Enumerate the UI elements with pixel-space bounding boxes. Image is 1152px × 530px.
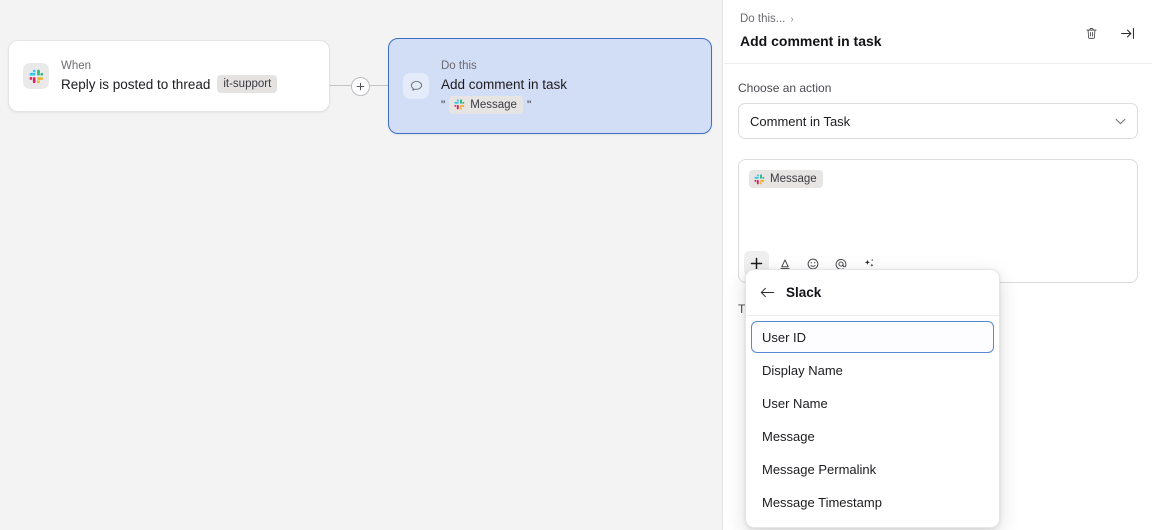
popup-title: Slack [786,285,822,300]
trigger-kicker: When [61,59,92,72]
trash-icon[interactable] [1080,22,1102,44]
slack-icon [454,99,465,110]
comment-bubble-icon [403,73,429,99]
list-item-label: Message Permalink [762,461,877,477]
message-variable-token[interactable]: Message [449,95,523,114]
trigger-title: Reply is posted to thread [61,76,211,92]
step-detail-panel: Do this... › Add comment in task Choose … [724,0,1152,530]
variable-list: User ID Display Name User Name Message M… [746,316,999,527]
trigger-title-row: Reply is posted to thread it-support [61,75,278,94]
workflow-canvas: When Reply is posted to thread it-suppor… [0,0,723,530]
slack-icon [754,173,765,185]
list-item-label: User ID [762,329,807,345]
breadcrumb-label: Do this... [740,13,786,25]
action-template-row: " Message [441,95,567,114]
list-item-label: Display Name [762,362,843,378]
list-item-label: Message [762,428,815,444]
chevron-right-icon: › [790,14,794,25]
quote-close: " [526,97,532,112]
list-item[interactable]: Message [751,420,994,452]
list-item[interactable]: User Name [751,387,994,419]
sparkles-icon[interactable] [856,251,881,276]
connector-wire-right [366,85,388,86]
action-select-value: Comment in Task [750,113,851,129]
arrow-to-line-right-icon[interactable] [1116,22,1138,44]
breadcrumb[interactable]: Do this... › [740,12,1136,27]
chevron-down-icon [1115,118,1126,125]
page-title: Add comment in task [740,33,882,49]
list-item[interactable]: Message Timestamp [751,486,994,518]
slack-icon [23,63,49,89]
panel-body: Choose an action Comment in Task [724,64,1152,317]
token-label: Message [470,98,517,111]
panel-header-actions [1080,22,1138,44]
action-kicker: Do this [441,59,477,72]
quote-open: " [441,97,446,112]
action-card-text: Do this Add comment in task " [441,59,567,114]
channel-badge: it-support [217,75,278,93]
panel-header: Do this... › Add comment in task [724,0,1152,64]
add-step-button[interactable] [351,77,370,96]
trigger-card-text: When Reply is posted to thread it-suppor… [61,59,278,94]
choose-action-label: Choose an action [738,81,832,95]
task-field-label: T [738,302,746,316]
connector-wire-left [330,85,352,86]
action-title: Add comment in task [441,76,568,92]
text-format-icon[interactable] [772,251,797,276]
variable-picker-popup: Slack User ID Display Name User Name Mes… [745,269,1000,528]
list-item-label: User Name [762,395,828,411]
at-mention-icon[interactable] [828,251,853,276]
trigger-card[interactable]: When Reply is posted to thread it-suppor… [8,40,330,112]
comment-editor[interactable]: Message [738,159,1138,283]
arrow-left-icon[interactable] [760,286,775,299]
list-item[interactable]: Message Permalink [751,453,994,485]
emoji-smiley-icon[interactable] [800,251,825,276]
popup-back-header[interactable]: Slack [746,270,999,316]
list-item-label: Message Timestamp [762,494,882,510]
step-connector [330,77,388,96]
list-item[interactable]: User ID [751,321,994,353]
action-card[interactable]: Do this Add comment in task " [388,38,712,134]
list-item[interactable]: Display Name [751,354,994,386]
editor-token-label: Message [770,173,817,185]
action-select[interactable]: Comment in Task [738,103,1138,139]
editor-message-token[interactable]: Message [749,170,823,188]
